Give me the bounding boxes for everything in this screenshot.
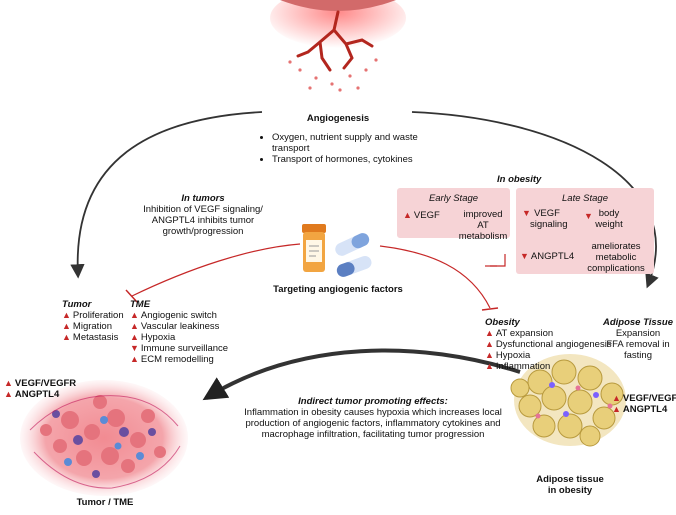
arrow-down-icon: ▼ — [520, 251, 529, 261]
arrow-up-icon: ▲ — [4, 378, 13, 388]
late-angptl4-effect-line: metabolic — [595, 252, 637, 263]
arrow-up-icon: ▲ — [4, 389, 13, 399]
adipose-tissue-block: Adipose Tissue Expansion FFA removal in … — [600, 317, 676, 361]
arrow-down-icon: ▼ — [522, 208, 531, 218]
in-tumors-title: In tumors — [181, 193, 225, 204]
right-factors: ▲VEGF/VEGFR ▲ANGPTL4 — [612, 393, 676, 415]
arrow-up-icon: ▲ — [612, 393, 621, 403]
tumor-block: Tumor ▲Proliferation ▲Migration ▲Metasta… — [62, 299, 124, 343]
arrow-up-icon: ▲ — [62, 332, 71, 342]
late-angptl4-effect-line: complications — [587, 263, 645, 274]
early-stage-title: Early Stage — [428, 193, 479, 204]
adipose-image-label-line: in obesity — [547, 485, 593, 496]
late-stage-title: Late Stage — [562, 193, 608, 204]
in-tumors-line: ANGPTL4 inhibits tumor — [151, 215, 255, 226]
targeting-label: Targeting angiogenic factors — [273, 284, 403, 295]
indirect-line: macrophage infiltration, facilitating tu… — [261, 429, 485, 440]
adipocyte-cluster-illustration — [510, 354, 626, 447]
late-angptl4: ANGPTL4 — [530, 251, 575, 262]
late-stage-box: Late Stage VEGF signaling ▼ ▼ body weigh… — [516, 188, 654, 274]
arrow-down-icon: ▼ — [584, 211, 593, 221]
adipose-image-label: Adipose tissue in obesity — [525, 474, 615, 496]
left-factors: ▲VEGF/VEGFR ▲ANGPTL4 — [4, 378, 76, 400]
adipose-tissue-title: Adipose Tissue — [602, 317, 674, 328]
indirect-line: production of angiogenic factors, inflam… — [245, 418, 501, 429]
tumor-title: Tumor — [62, 299, 92, 310]
arrow-up-icon: ▲ — [612, 404, 621, 414]
tumor-item: Migration — [72, 321, 112, 332]
early-factor: VEGF — [413, 210, 440, 221]
arrow-up-icon: ▲ — [403, 210, 412, 220]
tumor-item: Proliferation — [72, 310, 124, 321]
arrow-up-icon: ▲ — [130, 354, 139, 364]
obesity-item: Inflammation — [495, 361, 551, 372]
late-factor-line: signaling — [530, 219, 568, 230]
obesity-block: Obesity ▲AT expansion ▲Dysfunctional ang… — [485, 317, 612, 372]
early-stage-box: Early Stage ▲ VEGF improved AT metabolis… — [397, 188, 510, 242]
early-effect-line: metabolism — [458, 231, 508, 242]
obesity-item: AT expansion — [495, 328, 554, 339]
in-obesity-title: In obesity — [497, 174, 542, 185]
arrow-down-icon: ▼ — [130, 343, 139, 353]
late-effect-line: body — [598, 208, 620, 219]
arrow-up-icon: ▲ — [485, 350, 494, 360]
right-factor: ANGPTL4 — [622, 404, 668, 415]
arrow-up-icon: ▲ — [62, 321, 71, 331]
indirect-line: Inflammation in obesity causes hypoxia w… — [244, 407, 502, 418]
late-factor-line: VEGF — [534, 208, 560, 219]
tumor-image-label: Tumor / TME — [76, 497, 134, 508]
indirect-effect-arrow — [202, 348, 521, 401]
tme-block: TME ▲Angiogenic switch ▲Vascular leakine… — [130, 299, 228, 365]
arrow-to-adipose — [411, 111, 659, 289]
tme-item: Hypoxia — [140, 332, 176, 343]
arrow-up-icon: ▲ — [485, 328, 494, 338]
angiogenesis-title: Angiogenesis — [306, 113, 370, 124]
early-effect-line: improved AT — [463, 209, 503, 231]
tme-item: Vascular leakiness — [140, 321, 220, 332]
tme-item: Angiogenic switch — [140, 310, 217, 321]
tumor-mass-illustration — [20, 380, 188, 496]
obesity-item: Hypoxia — [495, 350, 531, 361]
tumor-item: Metastasis — [72, 332, 119, 343]
in-tumors-line: Inhibition of VEGF signaling/ — [143, 204, 263, 215]
obesity-title: Obesity — [485, 317, 520, 328]
angiogenesis-bullet: Oxygen, nutrient supply and waste transp… — [272, 132, 442, 154]
arrow-up-icon: ▲ — [485, 361, 494, 371]
in-tumors-block: In tumors Inhibition of VEGF signaling/ … — [128, 193, 278, 237]
angiogenesis-bullet: Transport of hormones, cytokines — [272, 154, 442, 165]
obesity-item: Dysfunctional angiogenesis — [495, 339, 612, 350]
adipose-tissue-line: Expansion — [615, 328, 661, 339]
right-factor: VEGF/VEGFR — [622, 393, 676, 404]
inhibition-to-tme — [131, 243, 301, 297]
tme-item: ECM remodelling — [140, 354, 214, 365]
arrow-up-icon: ▲ — [130, 332, 139, 342]
late-angptl4-effect-line: ameliorates — [591, 241, 641, 252]
arrow-up-icon: ▲ — [62, 310, 71, 320]
indirect-effects-block: Indirect tumor promoting effects: Inflam… — [238, 396, 508, 440]
in-tumors-line: growth/progression — [162, 226, 244, 237]
adipose-image-label-line: Adipose tissue — [536, 474, 604, 485]
tme-item: Immune surveillance — [140, 343, 229, 354]
late-effect-line: weight — [595, 219, 623, 230]
adipose-tissue-line: fasting — [624, 350, 652, 361]
arrow-up-icon: ▲ — [130, 321, 139, 331]
arrow-up-icon: ▲ — [130, 310, 139, 320]
angiogenesis-bullets: Oxygen, nutrient supply and waste transp… — [262, 132, 442, 165]
arrow-to-tumor — [70, 111, 263, 279]
indirect-title: Indirect tumor promoting effects: — [298, 396, 448, 407]
tme-title: TME — [130, 299, 151, 310]
adipose-tissue-line: FFA removal in — [606, 339, 670, 350]
left-factor: ANGPTL4 — [14, 389, 60, 400]
pill-bottle-and-capsules-icon — [302, 224, 372, 277]
inhibition-to-obesity — [379, 245, 491, 309]
blood-vessel-icon — [270, 0, 406, 92]
arrow-up-icon: ▲ — [485, 339, 494, 349]
left-factor: VEGF/VEGFR — [14, 378, 77, 389]
